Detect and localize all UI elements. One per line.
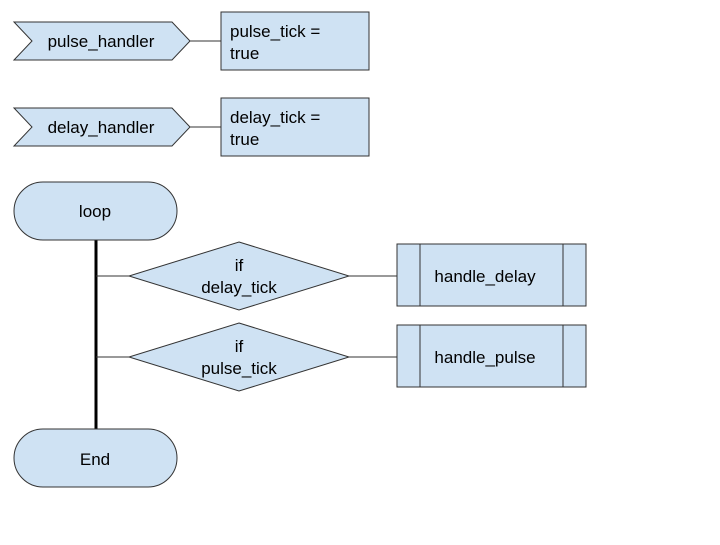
decision-pulse: if pulse_tick handle_pulse <box>96 322 587 392</box>
handler-delay-action-line2: true <box>230 130 259 149</box>
decision-pulse-line2: pulse_tick <box>201 359 277 378</box>
loop-end-label: End <box>80 450 110 469</box>
handler-delay-action-line1: delay_tick = <box>230 108 320 127</box>
loop-start-shape <box>13 181 178 241</box>
subroutine-delay-box <box>396 243 587 307</box>
decision-delay: if delay_tick handle_delay <box>96 241 587 311</box>
handler-pulse-action-box <box>220 11 370 71</box>
subroutine-delay-label: handle_delay <box>434 267 536 286</box>
decision-delay-line1: if <box>235 256 244 275</box>
handler-delay: delay_handler delay_tick = true <box>12 97 370 157</box>
subroutine-pulse-box <box>396 324 587 388</box>
decision-pulse-shape <box>127 322 351 392</box>
handler-pulse-action-line2: true <box>230 44 259 63</box>
loop-end-shape <box>13 428 178 488</box>
decision-delay-line2: delay_tick <box>201 278 277 297</box>
handler-pulse-shape <box>12 21 191 61</box>
loop-end: End <box>13 428 178 488</box>
decision-pulse-line1: if <box>235 337 244 356</box>
handler-pulse-label: pulse_handler <box>48 32 155 51</box>
handler-pulse: pulse_handler pulse_tick = true <box>12 11 370 71</box>
loop-start: loop <box>13 181 178 241</box>
loop-start-label: loop <box>79 202 111 221</box>
subroutine-pulse-label: handle_pulse <box>434 348 535 367</box>
decision-delay-shape <box>127 241 351 311</box>
handler-delay-label: delay_handler <box>48 118 155 137</box>
handler-pulse-action-line1: pulse_tick = <box>230 22 320 41</box>
handler-delay-action-box <box>220 97 370 157</box>
handler-delay-shape <box>12 107 191 147</box>
